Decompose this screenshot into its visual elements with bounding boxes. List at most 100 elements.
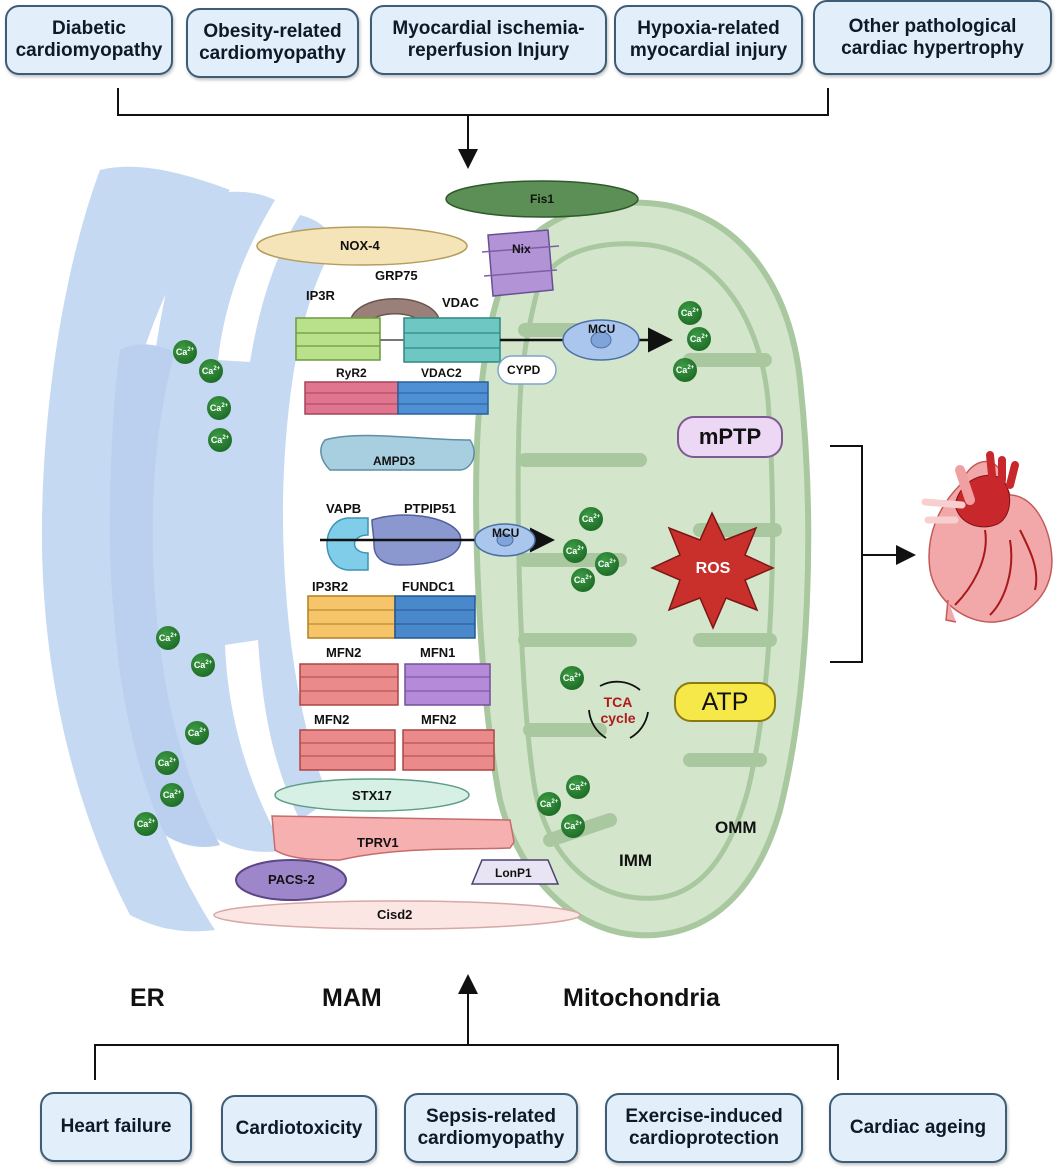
ip3r2-label: IP3R2: [312, 579, 349, 594]
stx17-protein: [274, 778, 470, 812]
nox4-protein: [256, 226, 468, 266]
lonp1-label: LonP1: [495, 866, 532, 880]
calcium-symbol: Ca2+: [573, 575, 593, 585]
nix-label: Nix: [512, 242, 531, 256]
calcium-ion: Ca2+: [160, 783, 184, 807]
omm-label: OMM: [715, 818, 757, 837]
calcium-charge: 2+: [692, 308, 700, 314]
condition-obesity-related-cardiomyopathy: Obesity-related cardiomyopathy: [186, 8, 359, 78]
calcium-charge: 2+: [580, 782, 588, 788]
tca-line1: TCA: [603, 694, 633, 710]
condition-heart-failure: Heart failure: [40, 1092, 192, 1162]
vdac-label: VDAC: [442, 295, 479, 310]
calcium-ion: Ca2+: [561, 814, 585, 838]
calcium-charge: 2+: [593, 514, 601, 520]
ryr2-protein: [304, 381, 399, 415]
cypd-label: CYPD: [507, 363, 541, 377]
condition-cardiotoxicity: Cardiotoxicity: [221, 1095, 377, 1163]
calcium-symbol: Ca2+: [210, 435, 230, 445]
calcium-symbol: Ca2+: [597, 559, 617, 569]
calcium-charge: 2+: [609, 559, 617, 565]
calcium-ion: Ca2+: [134, 812, 158, 836]
calcium-ion: Ca2+: [199, 359, 223, 383]
tprv1-label: TPRV1: [357, 835, 399, 850]
fis1-protein: [445, 180, 639, 218]
heart-icon: [921, 451, 1053, 623]
calcium-charge: 2+: [187, 347, 195, 353]
ampd3-protein: [320, 434, 475, 471]
calcium-symbol: Ca2+: [162, 790, 182, 800]
lonp1-protein: [470, 859, 560, 885]
fis1-label: Fis1: [530, 192, 555, 206]
calcium-charge: 2+: [174, 790, 182, 796]
mcu-mid-label: MCU: [492, 526, 520, 540]
mptp-label: mPTP: [698, 424, 762, 449]
mfn1-label: MFN1: [420, 645, 456, 660]
mfn2-label-1: MFN2: [326, 645, 362, 660]
tca-cycle-label: TCA cycle: [596, 691, 640, 729]
calcium-symbol: Ca2+: [187, 728, 207, 738]
ptpip51-label: PTPIP51: [404, 501, 457, 516]
nox4-label: NOX-4: [340, 238, 380, 253]
calcium-symbol: Ca2+: [201, 366, 221, 376]
atp-box: [674, 682, 776, 722]
mam-label: MAM: [322, 984, 382, 1012]
calcium-charge: 2+: [687, 365, 695, 371]
mfn2-label-2: MFN2: [314, 712, 350, 727]
condition-other-cardiac-hypertrophy: Other pathological cardiac hypertrophy: [813, 0, 1052, 75]
calcium-symbol: Ca2+: [565, 546, 585, 556]
vapb-protein: [326, 517, 369, 571]
mcu-top-label: MCU: [588, 322, 616, 336]
vdac-protein: [403, 317, 501, 363]
pacs2-protein: [235, 859, 347, 901]
mitochondria-label: Mitochondria: [563, 984, 720, 1012]
stx17-label: STX17: [352, 788, 392, 803]
atp-label: ATP: [701, 687, 749, 716]
calcium-ion: Ca2+: [560, 666, 584, 690]
calcium-charge: 2+: [701, 334, 709, 340]
condition-sepsis-related-cardiomyopathy: Sepsis-related cardiomyopathy: [404, 1093, 578, 1163]
ip3r2-protein: [307, 595, 396, 639]
calcium-charge: 2+: [169, 758, 177, 764]
calcium-charge: 2+: [170, 633, 178, 639]
condition-exercise-induced-cardioprotection: Exercise-induced cardioprotection: [605, 1093, 803, 1163]
condition-hypoxia-related-injury: Hypoxia-related myocardial injury: [614, 5, 803, 75]
ip3r-label: IP3R: [306, 288, 335, 303]
calcium-symbol: Ca2+: [157, 758, 177, 768]
pacs2-label: PACS-2: [268, 872, 315, 887]
calcium-symbol: Ca2+: [136, 819, 156, 829]
mcu-top-protein: [562, 319, 640, 361]
calcium-symbol: Ca2+: [581, 514, 601, 524]
calcium-charge: 2+: [222, 435, 230, 441]
cisd2-label: Cisd2: [377, 907, 413, 922]
calcium-charge: 2+: [577, 546, 585, 552]
imm-label: IMM: [619, 851, 653, 870]
calcium-charge: 2+: [213, 366, 221, 372]
mfn2-label-3: MFN2: [421, 712, 457, 727]
tprv1-protein: [271, 815, 515, 861]
ros-starburst: [650, 511, 775, 630]
right-bracket: [830, 445, 916, 663]
calcium-ion: Ca2+: [155, 751, 179, 775]
vdac2-label: VDAC2: [421, 366, 462, 380]
calcium-symbol: Ca2+: [539, 799, 559, 809]
tca-cycle-arrows: [588, 680, 649, 739]
calcium-charge: 2+: [221, 403, 229, 409]
mptp-box: [677, 416, 783, 458]
condition-cardiac-ageing: Cardiac ageing: [829, 1093, 1007, 1163]
calcium-symbol: Ca2+: [568, 782, 588, 792]
calcium-ion: Ca2+: [571, 568, 595, 592]
calcium-ion: Ca2+: [673, 358, 697, 382]
tca-line2: cycle: [600, 710, 636, 726]
condition-diabetic-cardiomyopathy: Diabetic cardiomyopathy: [5, 5, 173, 75]
calcium-ion: Ca2+: [537, 792, 561, 816]
calcium-ion: Ca2+: [566, 775, 590, 799]
calcium-symbol: Ca2+: [158, 633, 178, 643]
mfn2-mfn2-pair: [299, 729, 495, 771]
calcium-ion: Ca2+: [191, 653, 215, 677]
ip3r-protein: [295, 317, 381, 361]
calcium-ion: Ca2+: [595, 552, 619, 576]
calcium-charge: 2+: [199, 728, 207, 734]
calcium-symbol: Ca2+: [193, 660, 213, 670]
